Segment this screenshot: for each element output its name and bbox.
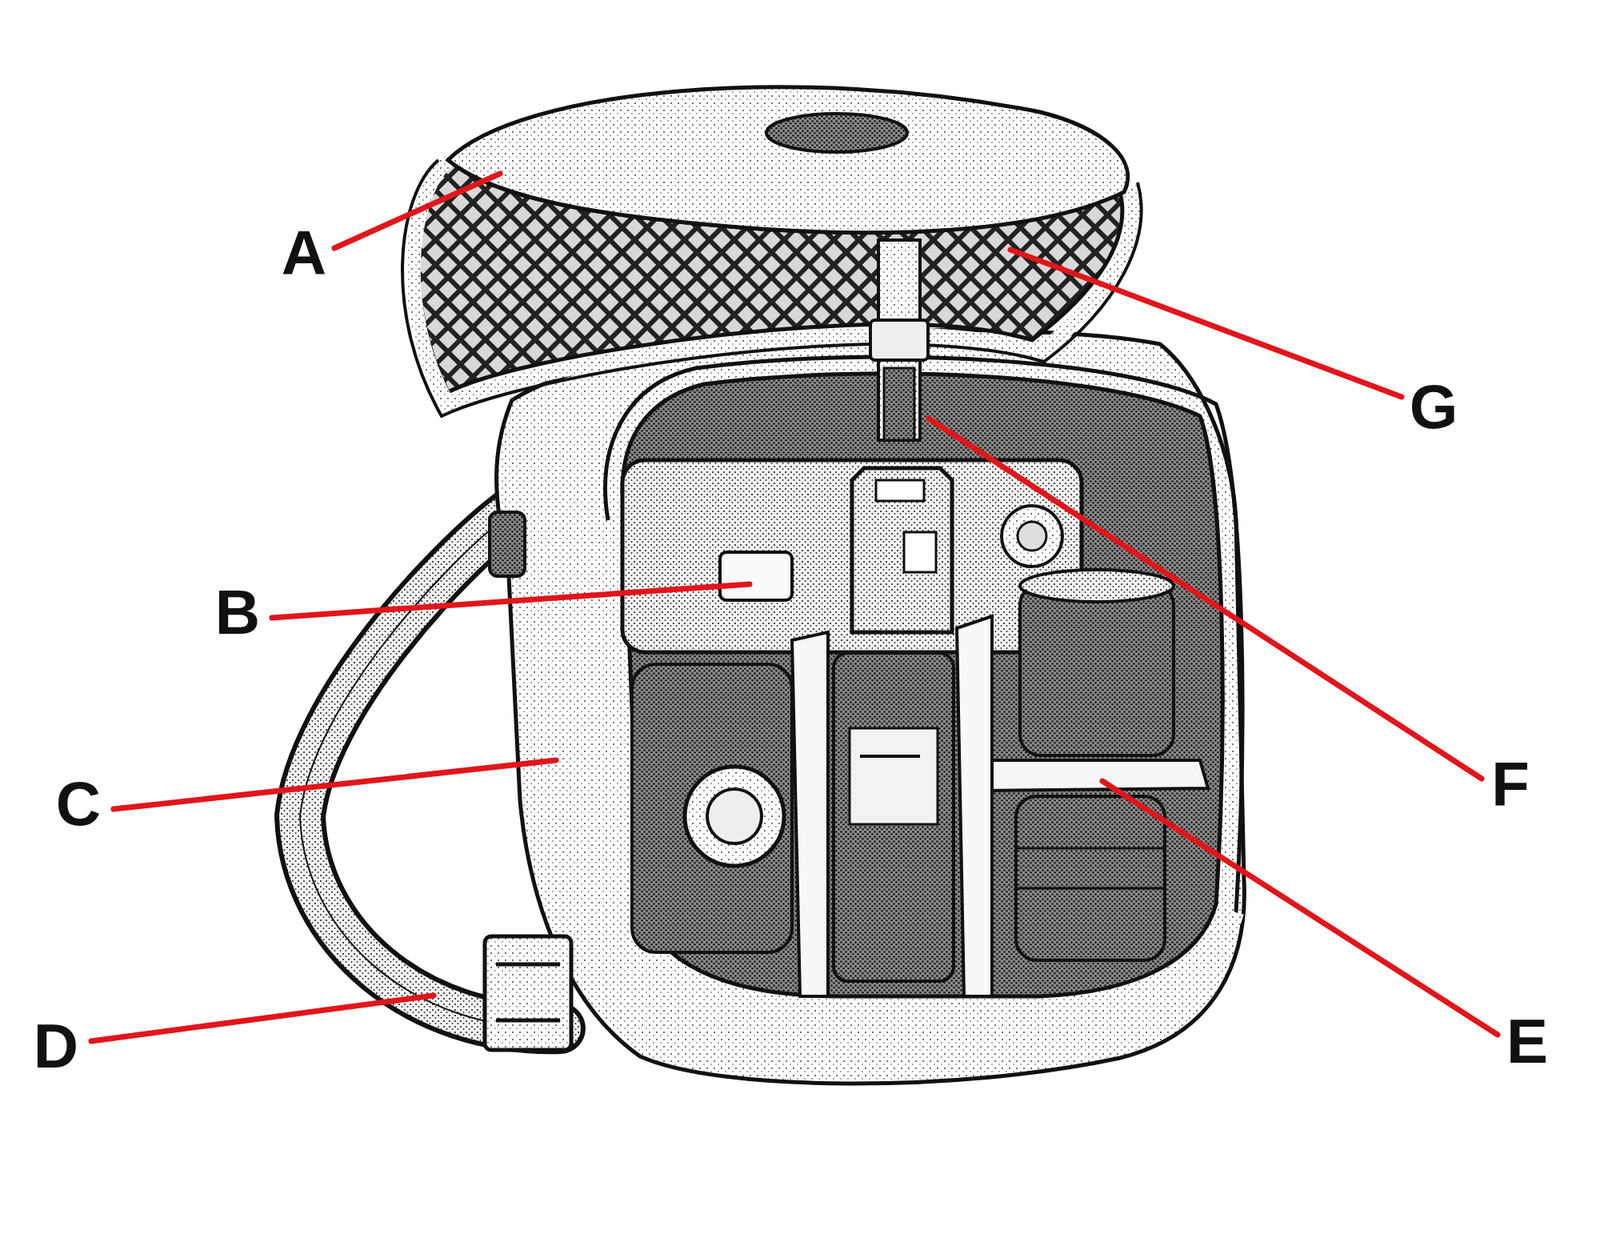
part-letter: G bbox=[1409, 375, 1459, 438]
part-letter: A bbox=[281, 221, 327, 284]
part-letter: B bbox=[215, 580, 260, 644]
part-letter: E bbox=[1506, 1009, 1548, 1072]
part-letter: F bbox=[1491, 752, 1530, 816]
part-letter: D bbox=[33, 1014, 79, 1077]
part-letter: C bbox=[56, 772, 101, 835]
leader-lines bbox=[91, 173, 1498, 1041]
